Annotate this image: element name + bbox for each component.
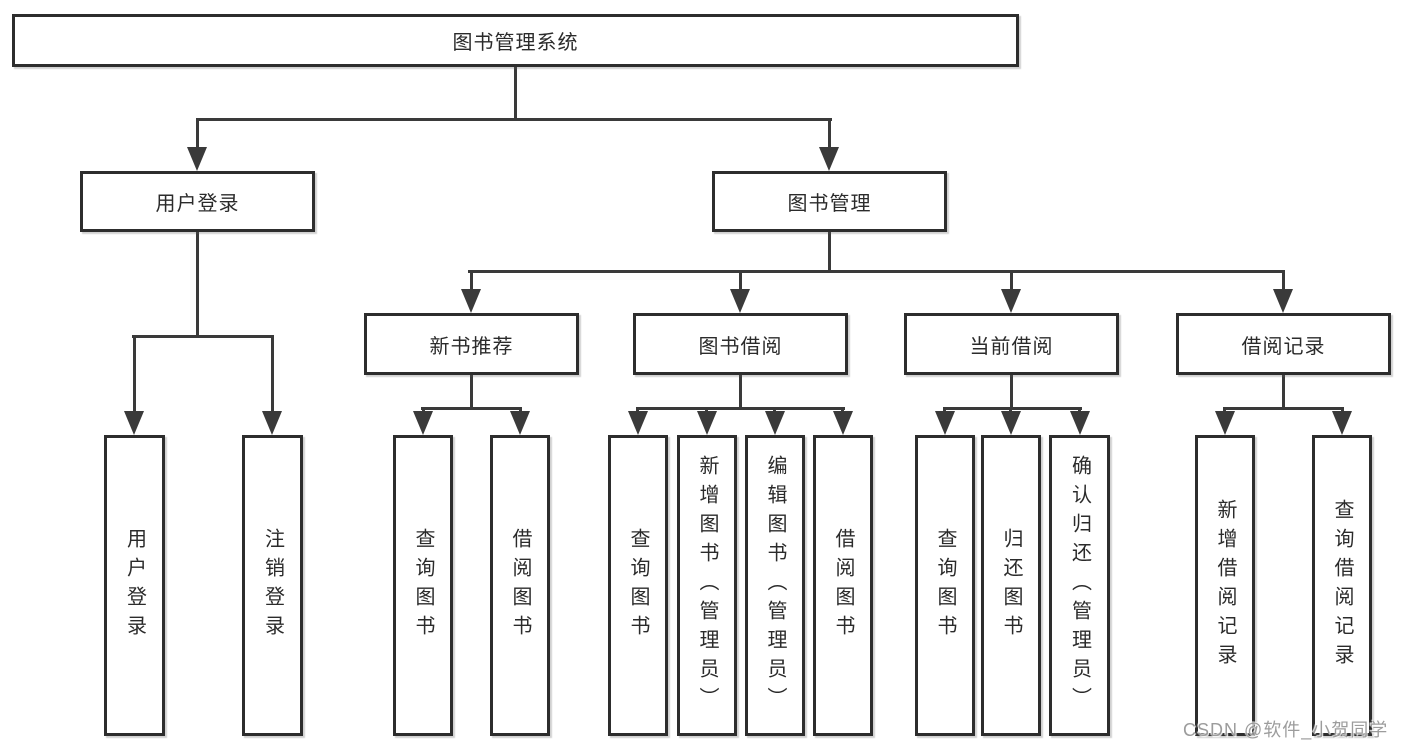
- arrow-down-icon: [1070, 411, 1090, 435]
- node-borrow-records-label: 借阅记录: [1241, 335, 1326, 358]
- connector-user-login-arrow-stem: [196, 118, 199, 150]
- connector-book-mgmt-stub: [828, 232, 831, 272]
- leaf-query-books-recommend: 查询图书: [393, 435, 453, 736]
- arrow-down-icon: [124, 411, 144, 435]
- connector-level3-bar: [468, 270, 1285, 273]
- connector-level2-bar: [196, 118, 832, 121]
- connector-group-stub: [739, 374, 742, 409]
- connector-group-bar: [1223, 407, 1344, 410]
- arrow-down-icon: [935, 411, 955, 435]
- leaf-edit-books-admin: 编辑图书（管理员）: [745, 435, 805, 736]
- connector-group-bar: [636, 407, 845, 410]
- node-book-management-label: 图书管理: [787, 193, 872, 215]
- connector-group-bar: [421, 407, 522, 410]
- leaf-query-books-current: 查询图书: [915, 435, 975, 736]
- arrow-down-icon: [461, 289, 481, 313]
- arrow-down-icon: [413, 411, 433, 435]
- connector-leaf-stem: [271, 335, 274, 413]
- connector-group-stub: [470, 374, 473, 409]
- node-new-book-recommend: 新书推荐: [364, 313, 579, 375]
- leaf-label: 查询图书: [412, 527, 434, 644]
- arrow-down-icon: [1332, 411, 1352, 435]
- node-current-borrow: 当前借阅: [904, 313, 1119, 375]
- connector-root-stem: [514, 66, 517, 121]
- connector-level3-arrow-stem: [1282, 270, 1285, 292]
- arrow-down-icon: [1001, 411, 1021, 435]
- csdn-watermark: CSDN @软件_小贺同学: [1183, 720, 1389, 740]
- connector-leaf-stem: [133, 335, 136, 413]
- leaf-label: 新增借阅记录: [1214, 498, 1236, 673]
- connector-level3-arrow-stem: [470, 270, 473, 292]
- connector-level3-arrow-stem: [1010, 270, 1013, 292]
- arrow-down-icon: [1273, 289, 1293, 313]
- leaf-confirm-return-admin: 确认归还（管理员）: [1049, 435, 1110, 736]
- connector-group-bar: [943, 407, 1082, 410]
- leaf-borrow-books: 借阅图书: [813, 435, 873, 736]
- leaf-query-borrow-record: 查询借阅记录: [1312, 435, 1372, 736]
- leaf-add-books-admin: 新增图书（管理员）: [677, 435, 737, 736]
- connector-user-login-stub: [196, 232, 199, 338]
- node-root-label: 图书管理系统: [452, 32, 579, 54]
- node-user-login-label: 用户登录: [155, 193, 240, 215]
- leaf-label: 借阅图书: [832, 527, 854, 644]
- leaf-borrow-books-recommend: 借阅图书: [490, 435, 550, 736]
- node-borrow-records: 借阅记录: [1176, 313, 1391, 375]
- leaf-label: 用户登录: [123, 527, 146, 644]
- arrow-down-icon: [262, 411, 282, 435]
- arrow-down-icon: [833, 411, 853, 435]
- node-new-book-recommend-label: 新书推荐: [429, 335, 514, 358]
- arrow-down-icon: [187, 147, 207, 171]
- leaf-add-borrow-record: 新增借阅记录: [1195, 435, 1255, 736]
- node-book-borrow-label: 图书借阅: [698, 335, 783, 358]
- leaf-label: 归还图书: [1000, 527, 1022, 644]
- leaf-label: 新增图书（管理员）: [696, 455, 718, 716]
- arrow-down-icon: [628, 411, 648, 435]
- connector-group-stub: [1282, 374, 1285, 409]
- leaf-label: 注销登录: [261, 527, 284, 644]
- arrow-down-icon: [765, 411, 785, 435]
- leaf-label: 借阅图书: [509, 527, 531, 644]
- arrow-down-icon: [1215, 411, 1235, 435]
- leaf-label: 查询借阅记录: [1331, 498, 1353, 673]
- arrow-down-icon: [1001, 289, 1021, 313]
- node-user-login: 用户登录: [80, 171, 315, 232]
- leaf-logout: 注销登录: [242, 435, 303, 736]
- arrow-down-icon: [819, 147, 839, 171]
- node-root: 图书管理系统: [12, 14, 1019, 67]
- arrow-down-icon: [510, 411, 530, 435]
- leaf-user-login: 用户登录: [104, 435, 165, 736]
- connector-group-stub: [1010, 374, 1013, 409]
- connector-level3-arrow-stem: [739, 270, 742, 292]
- arrow-down-icon: [730, 289, 750, 313]
- leaf-label: 确认归还（管理员）: [1068, 455, 1091, 716]
- leaf-label: 查询图书: [627, 527, 649, 644]
- leaf-label: 编辑图书（管理员）: [764, 455, 786, 716]
- leaf-query-books-borrow: 查询图书: [608, 435, 668, 736]
- connector-user-login-split-bar: [132, 335, 274, 338]
- leaf-return-books: 归还图书: [981, 435, 1041, 736]
- node-book-borrow: 图书借阅: [633, 313, 848, 375]
- arrow-down-icon: [697, 411, 717, 435]
- connector-book-mgmt-arrow-stem: [828, 118, 831, 150]
- node-current-borrow-label: 当前借阅: [969, 335, 1054, 358]
- node-book-management: 图书管理: [712, 171, 947, 232]
- leaf-label: 查询图书: [934, 527, 956, 644]
